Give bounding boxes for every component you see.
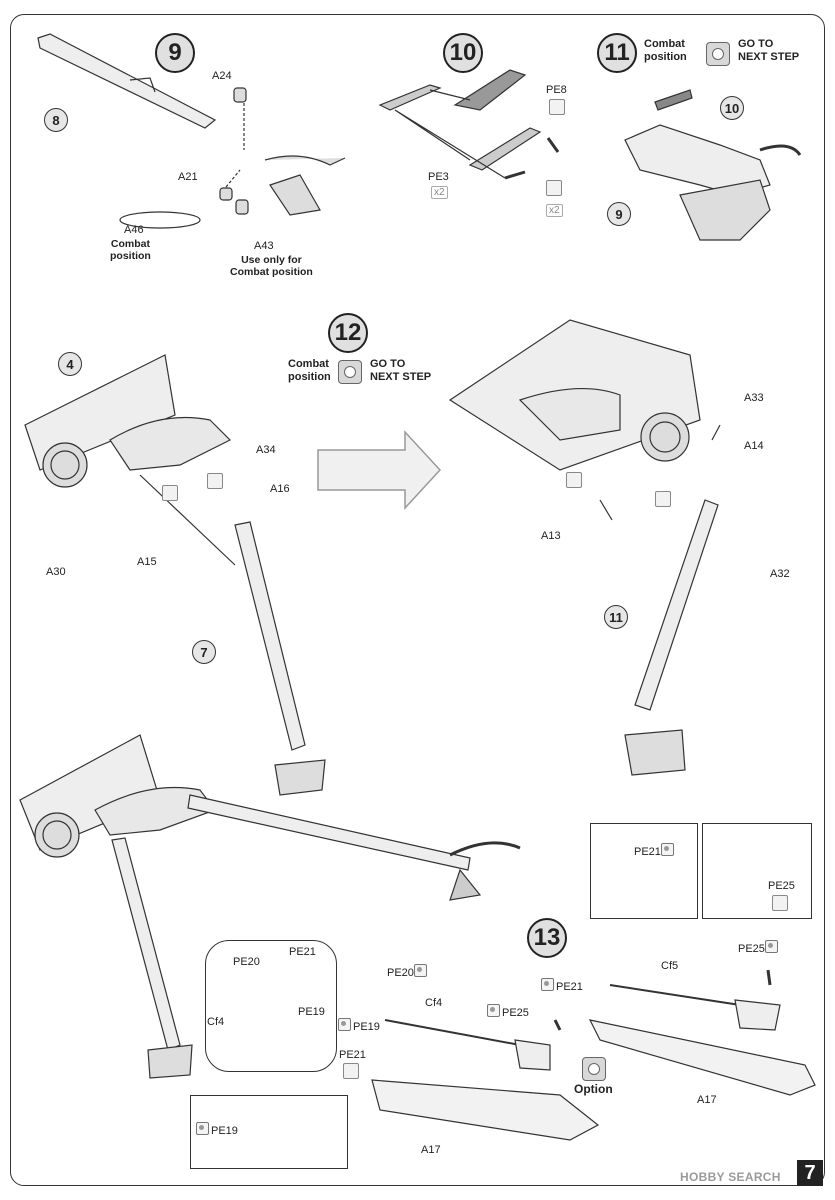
go-to-next-step-label: GO TO NEXT STEP [370, 358, 432, 383]
label-a33: A33 [744, 392, 764, 404]
photo-etch-icon [541, 978, 554, 991]
watermark: HOBBY SEARCH [680, 1170, 781, 1184]
combat-position-label: Combat position [644, 38, 687, 63]
page-number: 7 [797, 1160, 823, 1186]
photo-etch-icon [413, 964, 427, 977]
step-number-13: 13 [527, 918, 567, 958]
label-a30: A30 [46, 566, 66, 578]
label-a34: A34 [256, 444, 276, 456]
step-number-11: 11 [597, 33, 637, 73]
label-cf5: Cf5 [661, 960, 679, 972]
label-pe20: PE20 [387, 964, 429, 979]
label-a32: A32 [770, 568, 790, 580]
option-icon [582, 1057, 606, 1081]
page-frame [10, 14, 825, 1186]
label-pe20-inset: PE20 [233, 956, 260, 968]
label-a17: A17 [421, 1144, 441, 1156]
part-callout-10: 10 [720, 96, 744, 120]
label-a43-note: Use only for Combat position [230, 254, 313, 278]
cement-icon [207, 473, 223, 489]
label-pe8: PE8 [546, 84, 567, 96]
label-pe21: PE21 [339, 1049, 366, 1061]
label-a14: A14 [744, 440, 764, 452]
combat-position-label: Combat position [288, 358, 331, 383]
part-callout-8: 8 [44, 108, 68, 132]
go-to-next-step-label: GO TO NEXT STEP [738, 38, 800, 63]
part-callout-9: 9 [607, 202, 631, 226]
photo-etch-icon [196, 1122, 209, 1135]
label-a21: A21 [178, 171, 198, 183]
trail-arm-9 [37, 33, 217, 129]
inset-pe19 [190, 1095, 348, 1169]
part-callout-11: 11 [604, 605, 628, 629]
label-cf4: Cf4 [425, 997, 443, 1009]
label-pe19-box: PE19 [196, 1122, 238, 1137]
label-cf4-inset: Cf4 [207, 1016, 225, 1028]
label-pe21-right: PE21 [541, 978, 583, 993]
photo-etch-icon [660, 843, 674, 856]
inset-pe-detail [205, 940, 337, 1072]
option-label: Option [574, 1082, 613, 1096]
label-pe21-inset: PE21 [634, 843, 676, 858]
photo-etch-icon [772, 895, 788, 911]
cement-icon [162, 485, 178, 501]
label-a46-note: Combat position [110, 238, 151, 262]
photo-etch-icon [487, 1004, 500, 1017]
photo-etch-icon [764, 940, 778, 953]
cement-icon [546, 180, 562, 196]
inset-pe21 [590, 823, 698, 919]
label-pe19-inset: PE19 [298, 1006, 325, 1018]
inset-pe25 [702, 823, 812, 919]
label-a13: A13 [541, 530, 561, 542]
combat-position-icon [338, 360, 362, 384]
step-number-9: 9 [155, 33, 195, 73]
cement-icon [566, 472, 582, 488]
step-number-12: 12 [328, 313, 368, 353]
quantity-badge-x2: x2 [431, 186, 448, 199]
part-callout-7: 7 [192, 640, 216, 664]
quantity-badge-x2: x2 [546, 204, 563, 217]
photo-etch-icon [338, 1018, 351, 1031]
label-a16: A16 [270, 483, 290, 495]
part-callout-4: 4 [58, 352, 82, 376]
label-a46: A46 [124, 224, 144, 236]
label-a17-right: A17 [697, 1094, 717, 1106]
label-pe25: PE25 [487, 1004, 529, 1019]
label-pe19: PE19 [338, 1018, 380, 1033]
label-a43: A43 [254, 240, 274, 252]
step-number-10: 10 [443, 33, 483, 73]
label-pe3: PE3 [428, 171, 449, 183]
label-a24: A24 [212, 70, 232, 82]
label-pe21-inset-detail: PE21 [289, 946, 316, 958]
label-pe25-inset: PE25 [768, 880, 795, 892]
photo-etch-icon [343, 1063, 359, 1079]
label-a15: A15 [137, 556, 157, 568]
photo-etch-icon [549, 99, 565, 115]
label-pe25-right: PE25 [738, 940, 780, 955]
cement-icon [655, 491, 671, 507]
combat-position-icon [706, 42, 730, 66]
